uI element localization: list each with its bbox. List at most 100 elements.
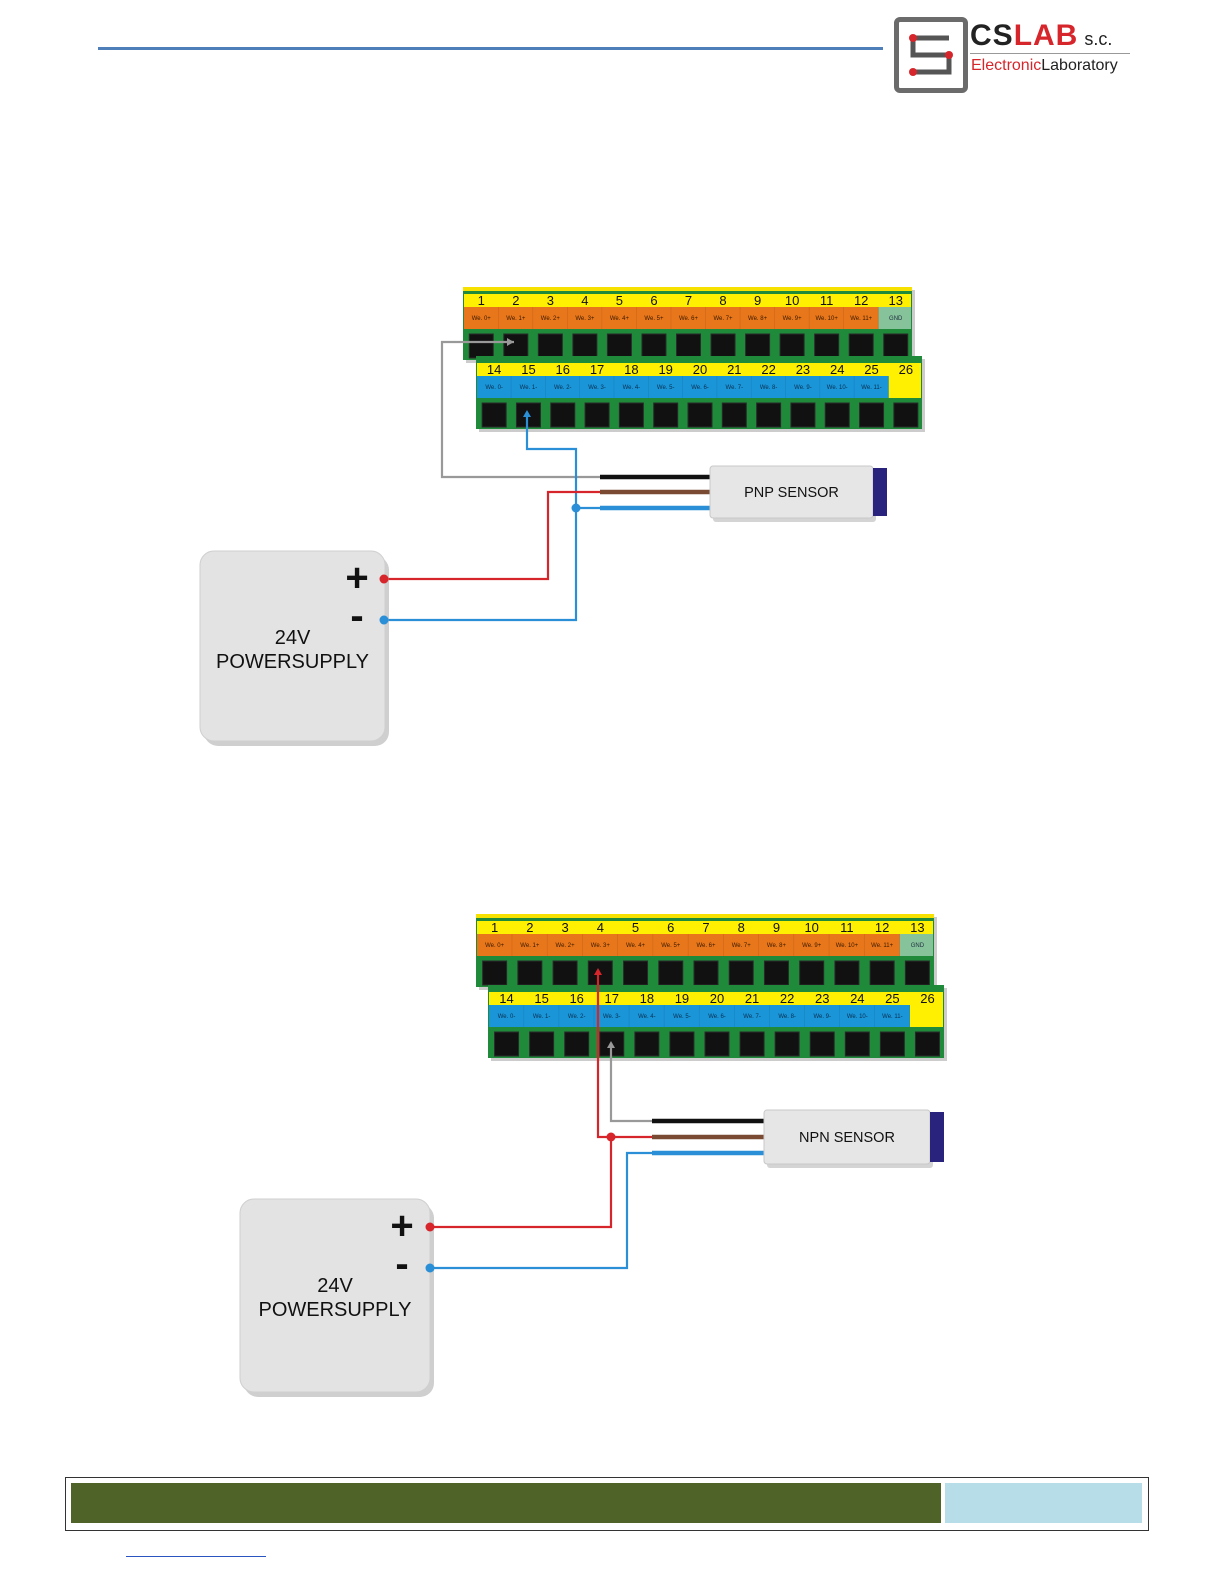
- pnp-top-block-terminal-socket: [572, 333, 598, 359]
- npn-wire-common-arrow: [594, 968, 602, 975]
- npn-bottom-block-label-cell: [769, 1005, 805, 1027]
- npn-wire-signal-arrow: [607, 1041, 615, 1048]
- pnp-bottom-block-label-cell: [545, 376, 580, 398]
- pnp-top-block-terminal-label: We. 5+: [644, 316, 664, 322]
- pnp-top-block-terminal-socket: [676, 333, 701, 359]
- npn-bottom-block-terminal-label: We. 10-: [847, 1014, 868, 1020]
- pnp-bottom-block-terminal-label: We. 4-: [623, 385, 641, 391]
- npn-powersupply-name-label: POWERSUPPLY: [259, 1299, 412, 1321]
- npn-top-block-terminal-number: 8: [738, 920, 745, 935]
- npn-bottom-block-terminal-socket: [774, 1031, 800, 1057]
- npn-top-block-terminal-socket: [799, 960, 825, 986]
- pnp-bottom-block-label-cell: [682, 376, 718, 398]
- npn-top-block-terminal-number: 4: [597, 920, 604, 935]
- pnp-top-block-terminal-socket: [883, 333, 909, 359]
- npn-top-block-terminal-label: We. 3+: [591, 943, 611, 949]
- pnp-bottom-block-terminal-label: We. 1-: [520, 385, 538, 391]
- npn-top-block-terminal-label: GND: [911, 943, 925, 949]
- npn-bottom-block-terminal-socket: [634, 1031, 660, 1057]
- npn-top-block-terminal-label: We. 2+: [556, 943, 576, 949]
- pnp-bottom-block-label-cell: [751, 376, 786, 398]
- pnp-bottom-block-terminal-socket: [790, 402, 816, 428]
- npn-bottom-block-terminal-label: We. 4-: [638, 1014, 656, 1020]
- pnp-powersupply-voltage-label: 24V: [275, 627, 311, 649]
- npn-top-block-label-cell: [794, 934, 830, 956]
- pnp-top-block-terminal-number: 3: [547, 293, 554, 308]
- logo-subtitle: ElectronicLaboratory: [971, 57, 1118, 74]
- npn-bottom-block-terminal-label: We. 6-: [708, 1014, 726, 1020]
- pnp-bottom-block-label-cell: [854, 376, 889, 398]
- pnp-bottom-block-terminal-label: We. 2-: [554, 385, 572, 391]
- pnp-top-block-terminal-label: We. 7+: [713, 316, 733, 322]
- npn-bottom-block-terminal-label: We. 0-: [498, 1014, 516, 1020]
- npn-bottom-block-label-cell: [874, 1005, 910, 1027]
- npn-top-block-terminal-socket: [658, 960, 684, 986]
- npn-top-block-terminal-label: We. 7+: [732, 943, 752, 949]
- npn-top-block-label-cell: [617, 934, 654, 956]
- pnp-wire-negative: [384, 412, 578, 622]
- pnp-top-block-terminal-socket: [710, 333, 736, 359]
- pnp-top-block-label-cell: [636, 307, 672, 329]
- pnp-bottom-block-number-strip: [477, 363, 921, 376]
- npn-top-block-terminal-label: We. 6+: [696, 943, 716, 949]
- npn-top-block-terminal-label: We. 8+: [767, 943, 787, 949]
- pnp-bottom-block-terminal-label: We. 0-: [485, 385, 503, 391]
- pnp-bottom-block-terminal-label: We. 7-: [726, 385, 744, 391]
- npn-powersupply-minus-sign: -: [395, 1242, 408, 1286]
- npn-bottom-block-terminal-number: 19: [675, 991, 689, 1006]
- pnp-sensor-label: PNP SENSOR: [744, 485, 839, 501]
- npn-top-block-terminal-socket: [482, 960, 508, 986]
- npn-top-block-terminal-number: 5: [632, 920, 639, 935]
- pnp-bottom-block-label-cell: [648, 376, 683, 398]
- npn-top-block-label-cell: [547, 934, 583, 956]
- footer-frame: [65, 1477, 1149, 1531]
- pnp-bottom-block-terminal-number: 19: [658, 362, 672, 377]
- npn-top-block-terminal-number: 7: [702, 920, 709, 935]
- pnp-psu-minus-terminal: [379, 615, 389, 625]
- npn-top-block-terminal-socket: [623, 960, 649, 986]
- pnp-bottom-block-terminal-label: We. 8-: [760, 385, 778, 391]
- npn-bottom-block-terminal-number: 18: [640, 991, 654, 1006]
- pnp-bottom-block-terminal-socket: [687, 402, 713, 428]
- npn-top-block-terminal-socket: [552, 960, 578, 986]
- pnp-bottom-block-terminal-socket: [618, 402, 644, 428]
- pnp-bottom-block-terminal-number: 15: [521, 362, 535, 377]
- npn-top-block-terminal-number: 13: [910, 920, 924, 935]
- pnp-bottom-block-label-cell: [888, 376, 921, 398]
- pnp-top-block-terminal-label: GND: [889, 316, 903, 322]
- npn-bottom-block-terminal-socket: [529, 1031, 555, 1057]
- npn-top-block-terminal-number: 1: [491, 920, 498, 935]
- npn-top-block-label-cell: [758, 934, 795, 956]
- header-rule: [98, 47, 883, 50]
- npn-bottom-block-terminal-number: 23: [815, 991, 829, 1006]
- pnp-top-block-terminal-number: 13: [888, 293, 902, 308]
- npn-top-block-terminal-label: We. 9+: [802, 943, 822, 949]
- npn-bottom-block-terminal-label: We. 3-: [603, 1014, 621, 1020]
- npn-bottom-block-terminal-label: We. 11-: [882, 1014, 902, 1020]
- npn-top-block-terminal-label: We. 1+: [520, 943, 540, 949]
- pnp-bottom-block-terminal-label: We. 6-: [691, 385, 709, 391]
- npn-bottom-block-terminal-label: We. 8-: [778, 1014, 796, 1020]
- npn-sensor-label: NPN SENSOR: [799, 1130, 895, 1146]
- npn-bottom-block-terminal-socket: [879, 1031, 905, 1057]
- npn-top-block-terminal-label: We. 11+: [871, 943, 893, 949]
- npn-top-block-number-strip: [477, 921, 933, 934]
- npn-top-block-terminal-label: We. 4+: [626, 943, 646, 949]
- npn-bottom-block-label-cell: [559, 1005, 595, 1027]
- npn-bottom-block-terminal-socket: [844, 1031, 870, 1057]
- pnp-top-block-terminal-socket: [779, 333, 805, 359]
- pnp-bottom-block-terminal-number: 17: [590, 362, 604, 377]
- pnp-bottom-block-terminal-number: 16: [556, 362, 570, 377]
- pnp-bottom-block-label-cell: [579, 376, 615, 398]
- npn-bottom-block-terminal-number: 25: [885, 991, 899, 1006]
- npn-bottom-block-terminal-number: 17: [605, 991, 619, 1006]
- npn-top-block-label-cell: [829, 934, 865, 956]
- pnp-bottom-block-label-cell: [785, 376, 821, 398]
- npn-bottom-block-terminal-label: We. 5-: [673, 1014, 691, 1020]
- pnp-top-block-label-cell: [671, 307, 706, 329]
- pnp-top-block-terminal-number: 5: [616, 293, 623, 308]
- pnp-top-block-label-cell: [809, 307, 844, 329]
- pnp-top-block-label-cell: [464, 307, 499, 329]
